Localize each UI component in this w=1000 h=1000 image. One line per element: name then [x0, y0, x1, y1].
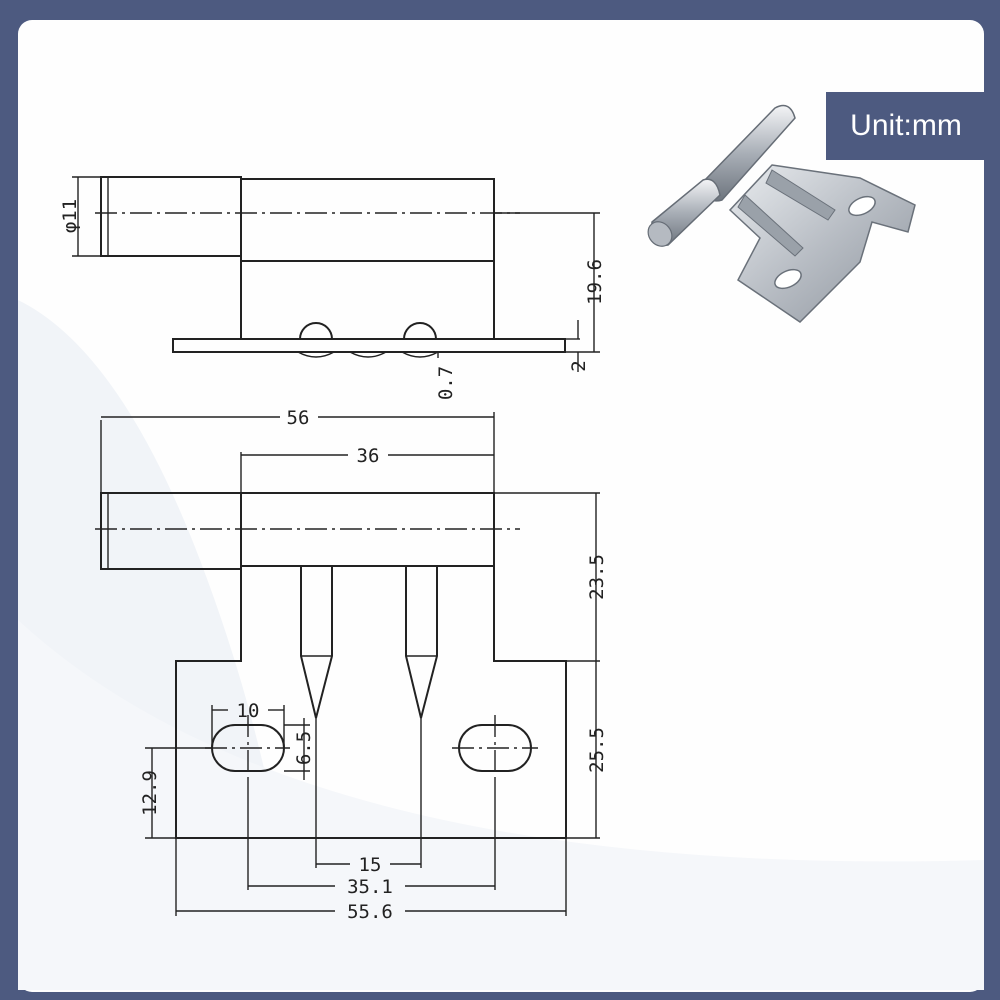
spike-1 — [300, 566, 333, 719]
dim-barrel-length: 36 — [357, 445, 380, 467]
dim-slot-spacing: 35.1 — [347, 876, 393, 898]
side-view: φ11 19.6 2 0.7 — [59, 176, 606, 400]
background-swoosh-lower — [18, 620, 984, 990]
dim-rivet-offset: 0.7 — [435, 366, 457, 400]
dim-plate-width: 55.6 — [347, 901, 393, 923]
dim-height-axis: 19.6 — [584, 259, 606, 305]
rivet-top-2 — [403, 322, 437, 340]
dim-overall-length: 56 — [287, 407, 310, 429]
dim-slot-height: 12.9 — [139, 770, 161, 816]
spike-2 — [405, 566, 438, 719]
side-barrel — [240, 178, 495, 262]
dim-slot-length: 10 — [237, 700, 260, 722]
dim-plate-thickness: 2 — [568, 360, 590, 371]
dim-pin-spacing: 15 — [359, 854, 382, 876]
dim-leaf-bottom-height: 25.5 — [586, 727, 608, 773]
dim-leaf-top-height: 23.5 — [586, 554, 608, 600]
dim-slot-width: 6.5 — [293, 731, 315, 765]
unit-label: Unit:mm — [826, 92, 986, 160]
leaf-plate — [175, 566, 567, 839]
side-pin — [100, 176, 242, 257]
dim-pin-diameter: φ11 — [59, 199, 81, 233]
front-view: 56 36 23.5 25.5 — [95, 407, 608, 923]
side-plate — [172, 338, 566, 353]
hinge-photo — [647, 104, 916, 323]
rivet-top-1 — [299, 322, 333, 340]
